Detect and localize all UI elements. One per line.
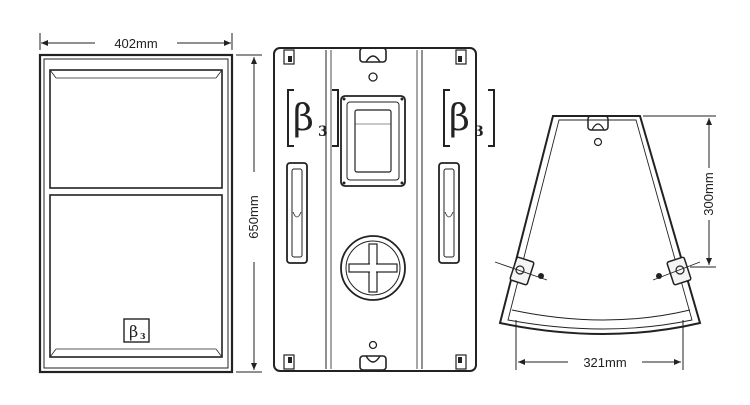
- front-width-label: 402mm: [114, 36, 157, 51]
- side-top-rigging: [587, 115, 609, 147]
- rear-top-rigging: [283, 47, 467, 82]
- front-height-dimension: 650mm: [236, 54, 262, 373]
- rear-pole-mount: [340, 235, 406, 301]
- svg-text:3: 3: [318, 124, 328, 140]
- front-height-label: 650mm: [246, 195, 261, 238]
- rear-logo-left: β 3: [287, 89, 339, 147]
- front-badge-logo: β 3: [123, 318, 150, 343]
- side-depth-dimension: 300mm: [643, 115, 716, 268]
- rear-connector-plate: [340, 95, 406, 187]
- rear-bottom-rigging: [283, 340, 467, 371]
- rear-handle-right: [438, 162, 460, 264]
- front-view: 402mm β 3 650mm: [38, 33, 262, 374]
- side-width-dimension: 321mm: [515, 320, 684, 370]
- svg-text:β: β: [129, 322, 138, 341]
- side-view: 300mm 321mm: [494, 115, 716, 370]
- rear-view: β 3 β 3: [273, 47, 495, 372]
- rear-handle-left: [286, 162, 308, 264]
- side-cabinet-outline: [498, 115, 702, 335]
- front-grille-lower: [49, 194, 223, 358]
- svg-text:β: β: [293, 98, 314, 139]
- svg-text:3: 3: [474, 124, 484, 140]
- side-bracket-right: [656, 256, 692, 286]
- side-depth-label: 300mm: [701, 172, 716, 215]
- svg-text:β: β: [449, 98, 470, 139]
- side-width-label: 321mm: [583, 355, 626, 370]
- front-width-dimension: 402mm: [39, 33, 233, 51]
- front-grille-upper: [49, 69, 223, 189]
- front-cabinet-outline: [38, 53, 234, 374]
- rear-logo-right: β 3: [443, 89, 495, 147]
- svg-text:3: 3: [140, 331, 146, 341]
